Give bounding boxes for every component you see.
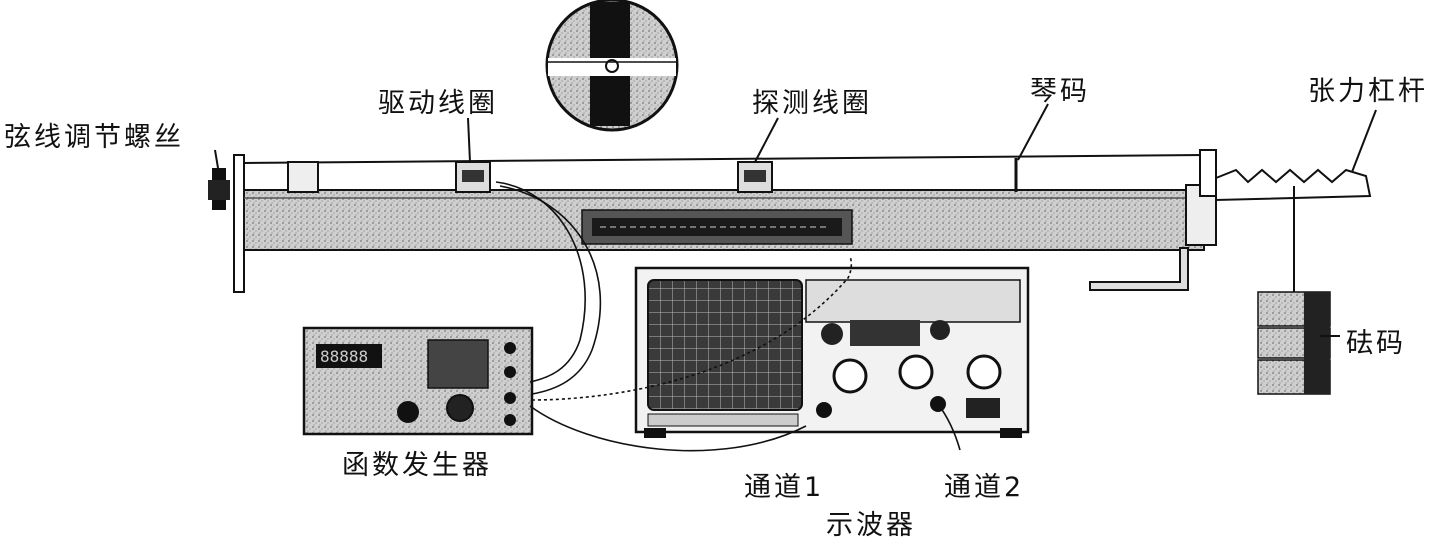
label-drive-coil: 驱动线圈 — [378, 90, 498, 117]
label-weights: 砝码 — [1346, 330, 1406, 357]
tuning-screw — [208, 155, 244, 292]
label-channel1: 通道1 — [744, 474, 824, 501]
svg-text:88888: 88888 — [320, 347, 368, 366]
function-generator: 88888 — [304, 328, 532, 434]
string — [244, 155, 1205, 163]
string-anchor — [288, 162, 318, 192]
detect-coil — [738, 162, 772, 192]
label-bridge: 琴码 — [1030, 78, 1090, 105]
oscilloscope — [636, 268, 1028, 438]
label-function-generator: 函数发生器 — [342, 452, 492, 479]
label-tension-lever: 张力杠杆 — [1308, 78, 1428, 105]
drive-coil — [456, 162, 490, 192]
label-channel2: 通道2 — [944, 474, 1024, 501]
label-oscilloscope: 示波器 — [826, 512, 916, 539]
rail — [244, 190, 1204, 250]
magnified-inset — [547, 0, 677, 130]
weights — [1258, 186, 1330, 394]
label-detect-coil: 探测线圈 — [752, 90, 872, 117]
label-tuning-screw: 弦线调节螺丝 — [4, 124, 184, 151]
